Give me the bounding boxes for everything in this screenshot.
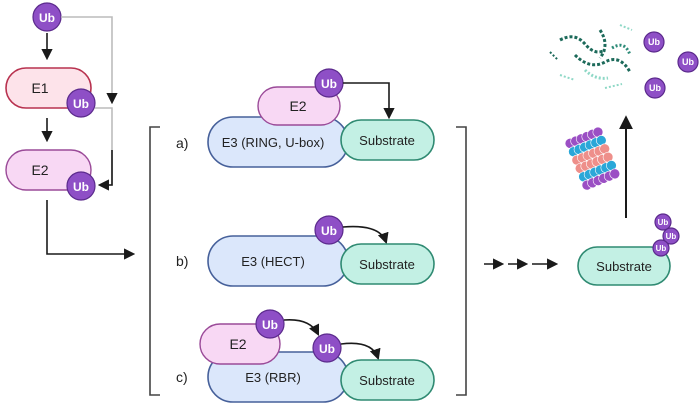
panel-c-transfer-arrow-1 <box>283 318 320 337</box>
e2-label: E2 <box>31 162 48 178</box>
panel-a-substrate-label: Substrate <box>359 133 415 148</box>
e2-ub-label: Ub <box>73 180 89 194</box>
e1-ub-label: Ub <box>73 97 89 111</box>
ub-to-e1-connector <box>61 16 118 105</box>
panel-a-letter: a) <box>176 135 188 151</box>
right-bracket <box>456 126 467 396</box>
released-ubiquitins: Ub Ub Ub <box>643 31 699 99</box>
panel-c-rbr: c) E3 (RBR) E2 Ub Ub Substrate <box>176 309 435 403</box>
panel-a-e3-label: E3 (RING, U-box) <box>222 135 325 150</box>
e1-ub-to-e2-arrow <box>97 150 113 191</box>
panel-c-letter: c) <box>176 369 188 385</box>
panel-c-substrate-label: Substrate <box>359 373 415 388</box>
proteasome-bead <box>609 168 621 180</box>
e1-ub: Ub <box>66 88 96 118</box>
panel-c-substrate <box>340 359 435 401</box>
poly-ub-1-label: Ub <box>658 218 669 227</box>
poly-ub-3-label: Ub <box>656 244 667 253</box>
panel-c-e2-label: E2 <box>229 336 246 352</box>
polyubiquitinated-substrate: Substrate Ub Ub Ub <box>577 213 680 286</box>
released-ub-1-label: Ub <box>648 37 660 47</box>
e1-ub-to-e2-connector <box>95 107 113 186</box>
panel-c-ub-e2: Ub <box>255 309 285 339</box>
panel-a-ring-ubox: a) E3 (RING, U-box) E2 Ub Substrate <box>176 68 435 168</box>
poly-ub-2-label: Ub <box>666 232 677 241</box>
panel-c-transfer-arrow-2 <box>340 342 381 361</box>
ub-e1-e2-cascade: Ub E1 Ub E2 Ub <box>5 2 136 260</box>
arrow-e2-to-e3 <box>46 200 136 260</box>
panel-c-ub-e3-label: Ub <box>319 342 335 356</box>
panel-a-transfer-arrow <box>343 82 395 120</box>
panel-a-e2-label: E2 <box>289 98 306 114</box>
released-ub-2-label: Ub <box>682 57 694 67</box>
result-substrate <box>577 246 671 286</box>
panel-b-e3-label: E3 (HECT) <box>241 254 305 269</box>
panel-c-ub-e3: Ub <box>312 333 342 363</box>
panel-b-ub: Ub <box>314 215 344 245</box>
panel-c-e3-label: E3 (RBR) <box>245 370 301 385</box>
panel-a-substrate <box>340 119 435 161</box>
panel-b-letter: b) <box>176 253 188 269</box>
left-bracket <box>149 126 160 396</box>
panel-b-ub-label: Ub <box>321 224 337 238</box>
e1-label: E1 <box>31 80 48 96</box>
panel-b-hect: b) E3 (HECT) Ub Substrate <box>176 215 435 287</box>
released-ub-3-label: Ub <box>649 83 661 93</box>
panel-b-substrate-label: Substrate <box>359 257 415 272</box>
e2-ub: Ub <box>66 171 96 201</box>
panel-a-e2 <box>257 86 341 126</box>
panel-a-ub: Ub <box>314 68 344 98</box>
panel-a-ub-label: Ub <box>321 77 337 91</box>
proteasome-icon <box>564 126 621 191</box>
panel-b-transfer-arrow <box>342 225 389 245</box>
ub-free: Ub <box>32 2 62 32</box>
panel-b-substrate <box>340 243 435 285</box>
ub-free-label: Ub <box>39 11 55 25</box>
result-substrate-label: Substrate <box>596 259 652 274</box>
degraded-peptides <box>549 24 633 89</box>
panel-c-ub-e2-label: Ub <box>262 318 278 332</box>
poly-ub-chain: Ub Ub Ub <box>652 213 680 257</box>
